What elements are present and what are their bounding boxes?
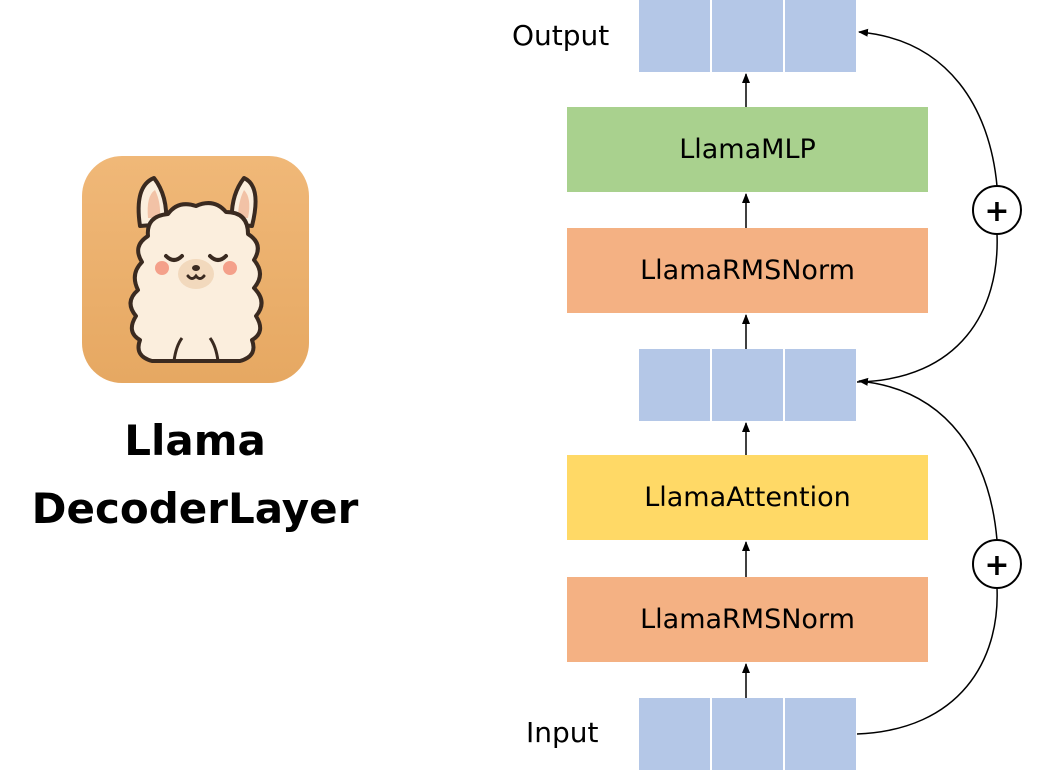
residual-add-2: + <box>972 185 1022 235</box>
tensor-cell <box>783 0 856 72</box>
tensor-cell <box>639 698 710 770</box>
svg-text:+: + <box>984 194 1009 229</box>
input-label: Input <box>526 716 599 749</box>
llama-icon <box>82 156 309 383</box>
output-tensor <box>639 0 856 72</box>
tensor-cell <box>710 0 783 72</box>
llama-attention-block: LlamaAttention <box>567 455 928 540</box>
output-label: Output <box>512 19 610 52</box>
title-line-2: DecoderLayer <box>31 484 359 533</box>
residual-arrow-2-upper <box>858 28 998 187</box>
residual-arrow-1-lower <box>856 587 998 735</box>
title-line-1: Llama <box>124 416 266 465</box>
tensor-cell <box>710 698 783 770</box>
llama-mlp-block: LlamaMLP <box>567 107 928 192</box>
residual-add-1: + <box>972 539 1022 589</box>
tensor-cell <box>639 349 710 421</box>
svg-text:+: + <box>984 548 1009 583</box>
llama-logo <box>82 156 309 383</box>
input-norm-block: LlamaRMSNorm <box>567 577 928 662</box>
tensor-cell <box>639 0 710 72</box>
post-attention-norm-block: LlamaRMSNorm <box>567 228 928 313</box>
tensor-cell <box>783 349 856 421</box>
input-tensor <box>639 698 856 770</box>
residual-arrow-1-upper <box>858 377 998 541</box>
residual-arrow-2-lower <box>856 233 998 383</box>
intermediate-tensor <box>639 349 856 421</box>
tensor-cell <box>783 698 856 770</box>
tensor-cell <box>710 349 783 421</box>
